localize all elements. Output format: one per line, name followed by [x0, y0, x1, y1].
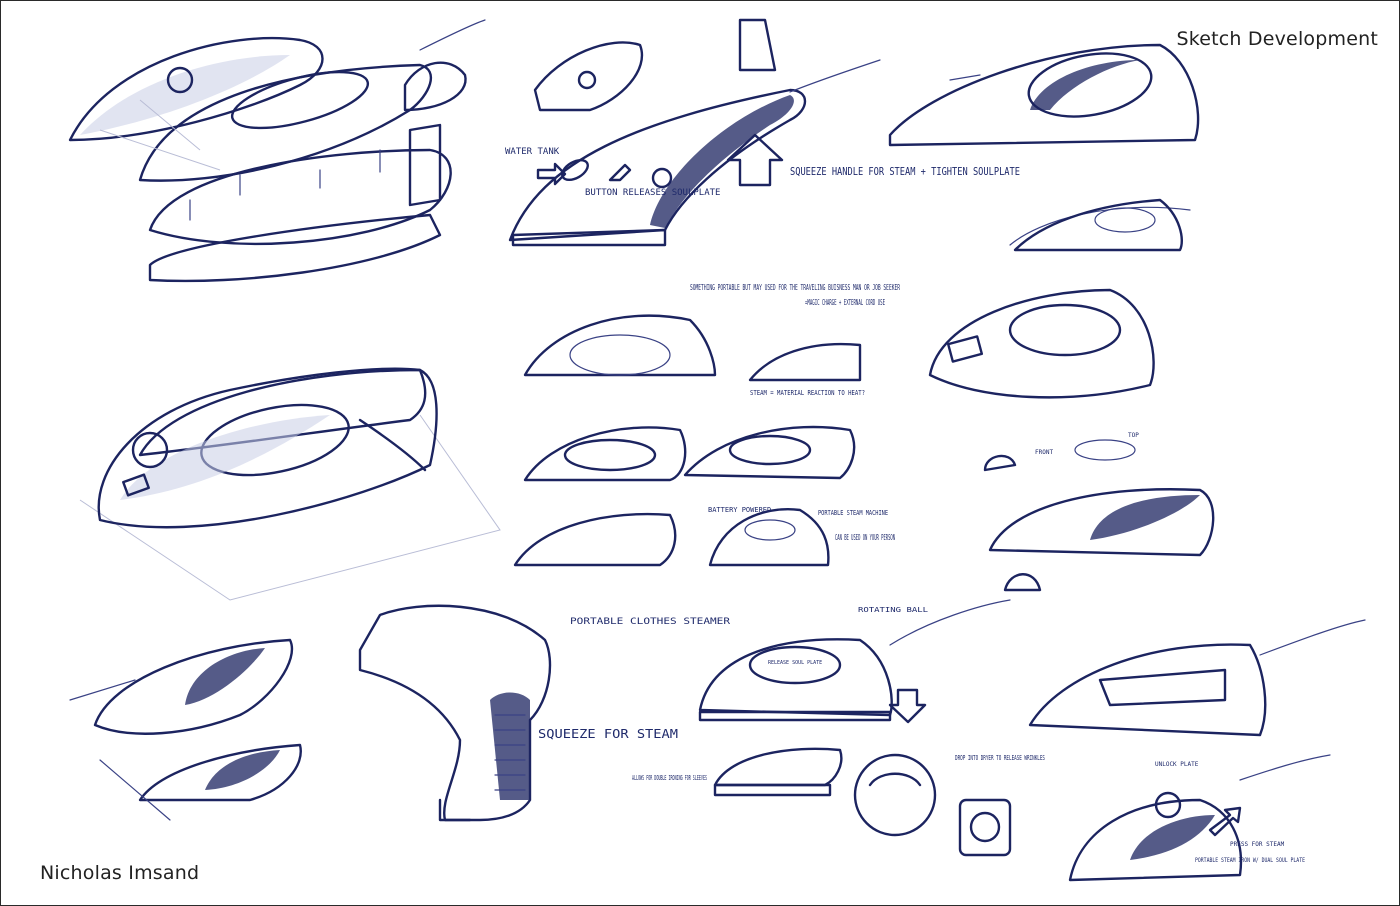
exploded-iron-sketch	[68, 19, 486, 283]
note-can-be-used: CAN BE USED ON YOUR PERSON	[835, 533, 895, 542]
note-unlock-plate: UNLOCK PLATE	[1155, 761, 1199, 768]
note-rotating-ball: ROTATING BALL	[858, 606, 928, 614]
small-irons-sketch-left	[69, 638, 302, 821]
bottom-right-irons-sketch	[1028, 619, 1366, 882]
note-allows-double: ALLOWS FOR DOUBLE IRONING FOR SLEEVES	[632, 774, 707, 782]
note-portable-steam-iron: PORTABLE STEAM IRON W/ DUAL SOUL PLATE	[1195, 857, 1305, 864]
note-button-releases: BUTTON RELEASES SOULPLATE	[585, 188, 720, 198]
mid-irons-sketches	[513, 314, 862, 567]
sheet-title: Sketch Development	[1176, 28, 1378, 50]
note-magic-charge: =MAGIC CHARGE + EXTERNAL CORD USE	[805, 298, 885, 307]
note-release-soul-plate: RELEASE SOUL PLATE	[768, 660, 822, 666]
top-right-iron-sketch	[888, 43, 1200, 252]
note-top: TOP	[1128, 432, 1139, 439]
note-portable-clothes-steamer: PORTABLE CLOTHES STEAMER	[570, 617, 731, 627]
note-front: FRONT	[1035, 449, 1053, 456]
note-something-portable: Something portable but may used for the …	[690, 283, 900, 292]
note-battery-powered: BATTERY POWERED	[708, 506, 771, 514]
note-steam-material: STEAM = MATERIAL REACTION TO HEAT?	[750, 389, 865, 397]
note-squeeze-handle: SQUEEZE HANDLE FOR STEAM + TIGHTEN SOULP…	[790, 165, 1020, 178]
bottom-center-irons-sketch	[698, 599, 1012, 857]
clothes-steamer-sketch	[358, 604, 552, 822]
annotated-iron-sketch	[508, 18, 881, 247]
note-squeeze-for-steam: SQUEEZE FOR STEAM	[538, 727, 678, 741]
right-middle-irons-sketch	[928, 288, 1215, 592]
large-iron-sketch	[79, 367, 501, 601]
note-water-tank: WATER TANK	[505, 147, 560, 157]
note-press-for-steam: PRESS FOR STEAM	[1230, 841, 1285, 848]
note-drop-into-dryer: DROP INTO DRYER TO RELEASE WRINKLES	[955, 754, 1045, 762]
note-portable-steam-machine: PORTABLE STEAM MACHINE	[818, 509, 888, 517]
author-name: Nicholas Imsand	[40, 862, 200, 884]
